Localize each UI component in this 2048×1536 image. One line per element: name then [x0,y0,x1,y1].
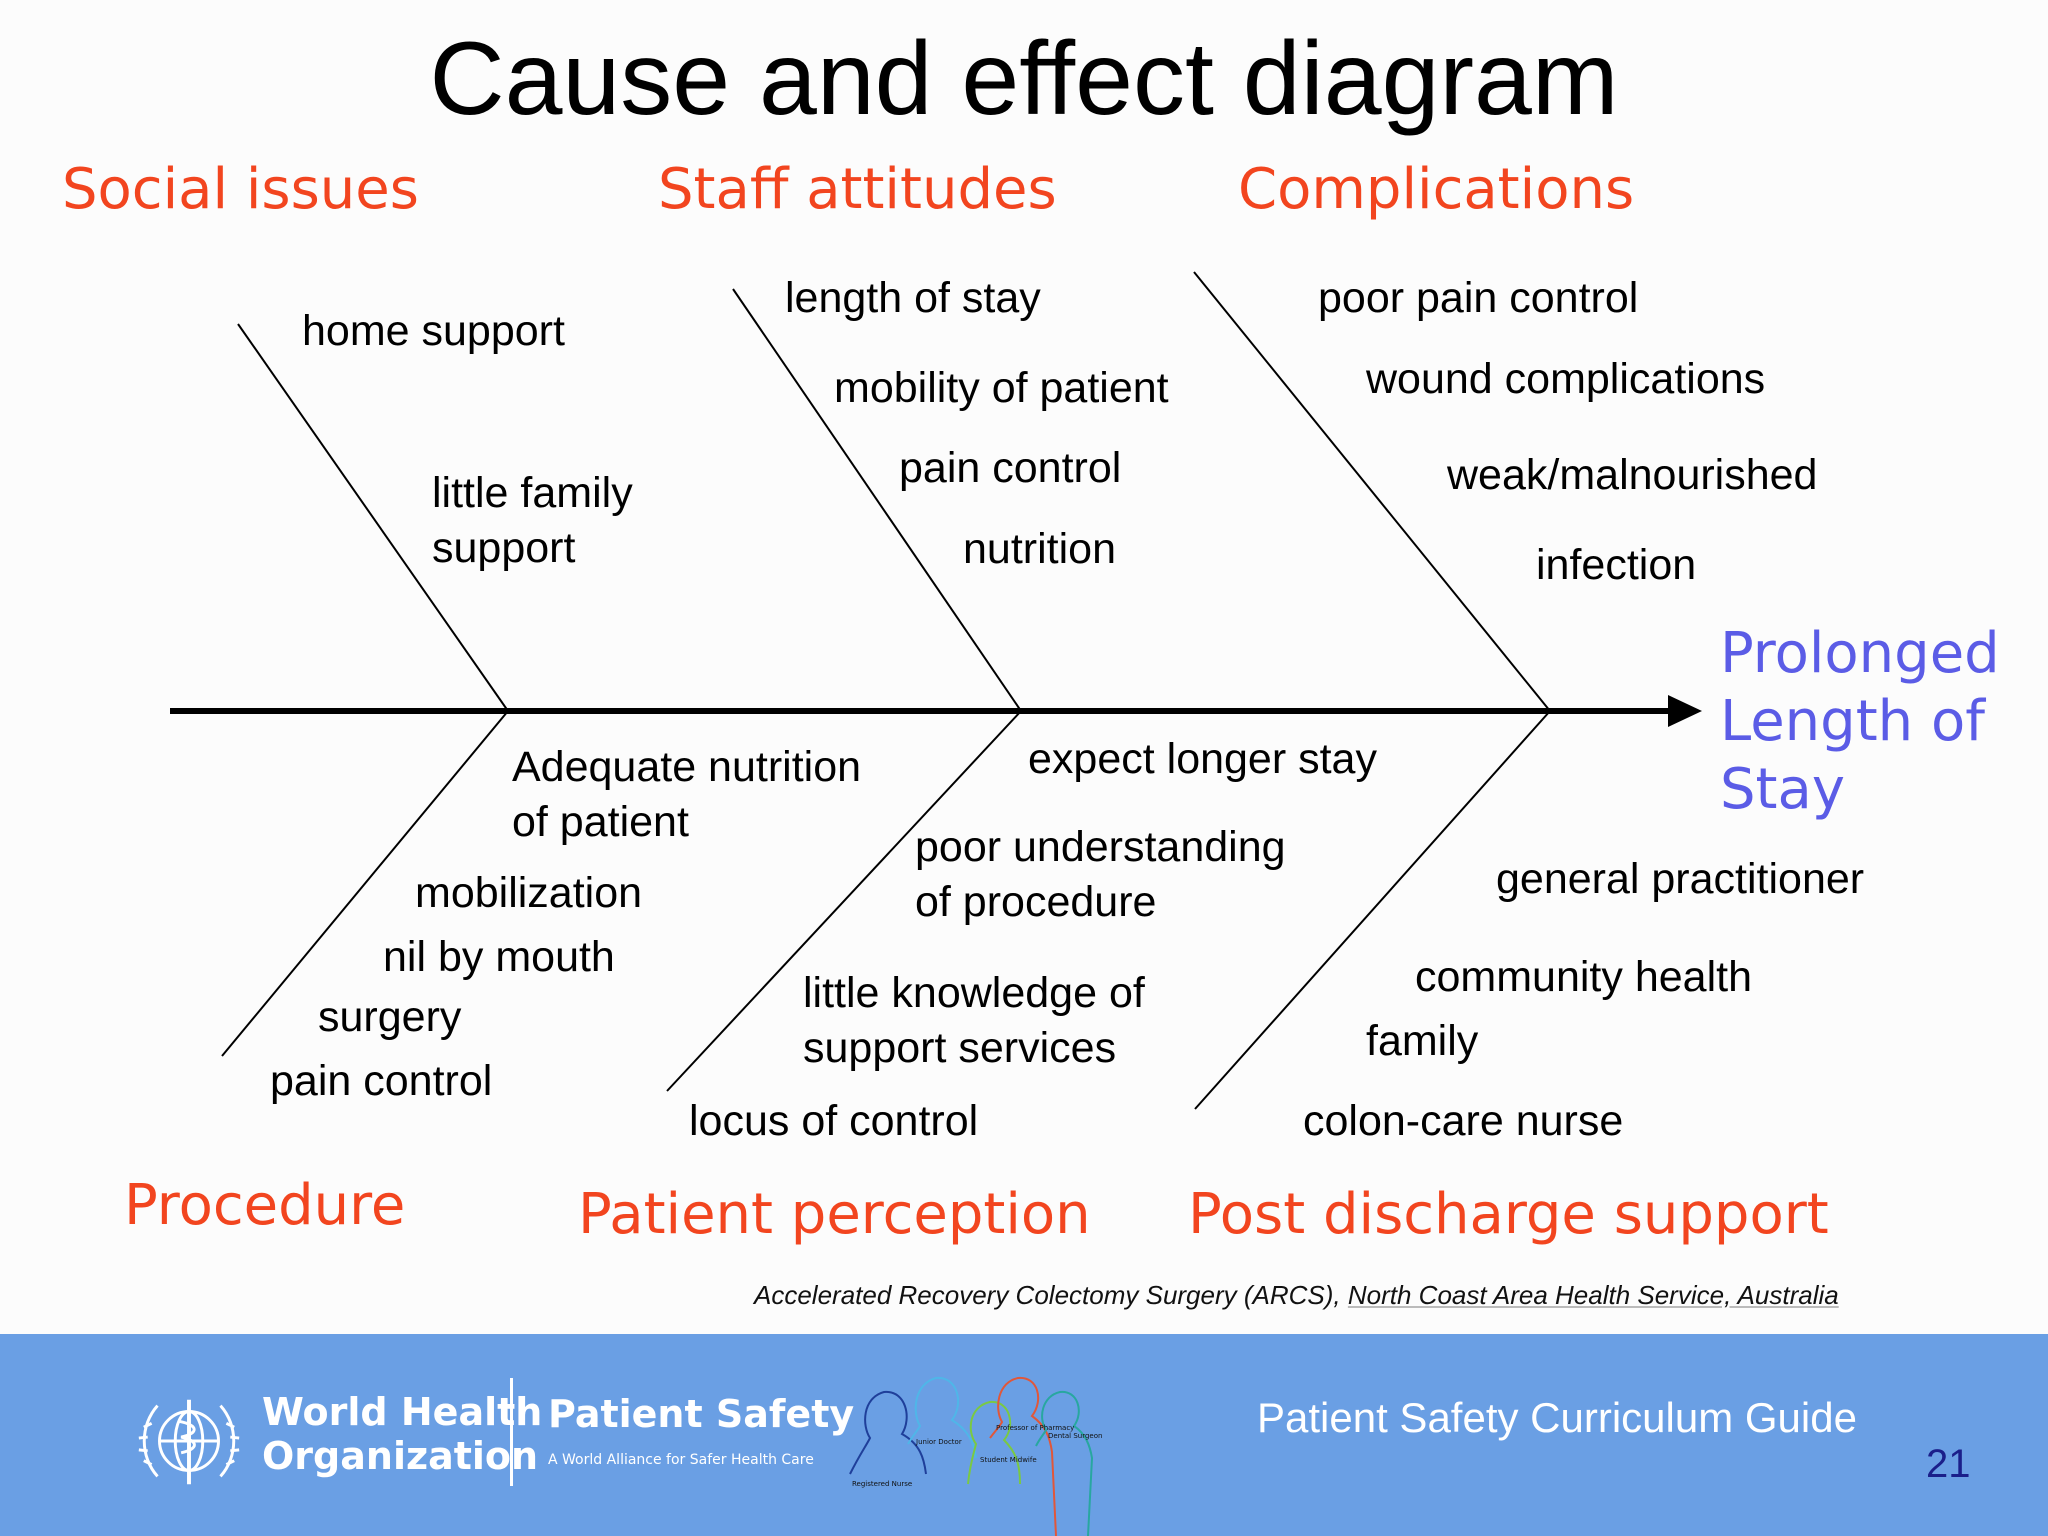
figure-outline-dental-surgeon [1035,1390,1094,1536]
figure-label-junior-doctor: Junior Doctor [915,1438,962,1446]
figure-label-professor-pharmacy: Professor of Pharmacy [996,1424,1074,1432]
category-patient-perception: Patient perception [578,1182,1091,1247]
figure-label-dental-surgeon: Dental Surgeon [1048,1432,1102,1440]
cause-colon-care-nurse: colon-care nurse [1303,1097,1624,1145]
patient-safety-subtitle: A World Alliance for Safer Health Care [548,1452,814,1468]
page-title: Cause and effect diagram [429,21,1619,137]
cause-length-of-stay: length of stay [785,274,1041,322]
source-org: North Coast Area Health Service, Austral… [1347,1280,1839,1310]
cause-home-support: home support [302,307,565,355]
bone-patient-perception [666,710,1022,1092]
figure-label-student-midwife: Student Midwife [980,1456,1037,1464]
cause-mobility-of-patient: mobility of patient [834,364,1169,412]
cause-expect-longer-stay: expect longer stay [1028,735,1377,783]
cause-nil-by-mouth: nil by mouth [383,933,615,981]
source-text: Accelerated Recovery Colectomy Surgery (… [754,1280,1348,1310]
bone-social-issues [237,323,509,712]
cause-pain-control-staff: pain control [899,444,1122,492]
fishbone-lines [170,271,1702,1110]
page-number: 21 [1926,1442,1971,1486]
figure-outline-junior-doctor [907,1376,977,1459]
footer-bar: World Health Organization Patient Safety… [0,1334,2048,1536]
bone-procedure [221,710,509,1057]
cause-adequate-nutrition: Adequate nutrition of patient [512,743,862,846]
cause-pain-control-procedure: pain control [270,1057,493,1105]
footer-divider [510,1378,513,1486]
source-citation: Accelerated Recovery Colectomy Surgery (… [754,1280,1839,1311]
who-name: World Health Organization [262,1390,543,1478]
figure-label-registered-nurse: Registered Nurse [852,1480,912,1488]
category-staff-attitudes: Staff attitudes [658,157,1057,222]
cause-weak-malnourished: weak/malnourished [1447,451,1818,499]
bone-staff-attitudes [732,288,1022,712]
category-complications: Complications [1238,157,1635,222]
patient-safety-title: Patient Safety [548,1392,855,1436]
category-procedure: Procedure [124,1173,406,1238]
effect-label: Prolonged Length of Stay [1720,621,2000,822]
category-social-issues: Social issues [62,157,419,222]
cause-mobilization: mobilization [415,869,643,917]
bone-post-discharge-support [1194,710,1551,1110]
cause-poor-pain-control: poor pain control [1318,274,1639,322]
figure-outline-registered-nurse [849,1390,927,1475]
cause-poor-understanding: poor understanding of procedure [915,823,1286,926]
cause-surgery: surgery [318,993,462,1041]
curriculum-guide-title: Patient Safety Curriculum Guide [1257,1394,1857,1441]
who-emblem-icon [138,1399,240,1485]
cause-general-practitioner: general practitioner [1496,855,1865,903]
cause-nutrition: nutrition [963,525,1116,573]
healthcare-workers-figures: Registered Nurse Junior Doctor Student M… [849,1376,1102,1536]
cause-wound-complications: wound complications [1366,355,1766,403]
category-post-discharge-support: Post discharge support [1188,1182,1829,1247]
slide: Cause and effect diagram Social issues S… [62,21,2000,1311]
cause-little-knowledge: little knowledge of support services [803,969,1145,1072]
cause-family: family [1366,1017,1479,1065]
cause-community-health: community health [1415,953,1752,1001]
cause-locus-of-control: locus of control [689,1097,979,1145]
cause-infection: infection [1536,541,1697,589]
figure-outline-student-midwife [967,1400,1021,1485]
bone-complications [1193,271,1551,712]
spine-arrowhead [1668,695,1702,727]
cause-little-family-support: little family support [432,469,633,572]
